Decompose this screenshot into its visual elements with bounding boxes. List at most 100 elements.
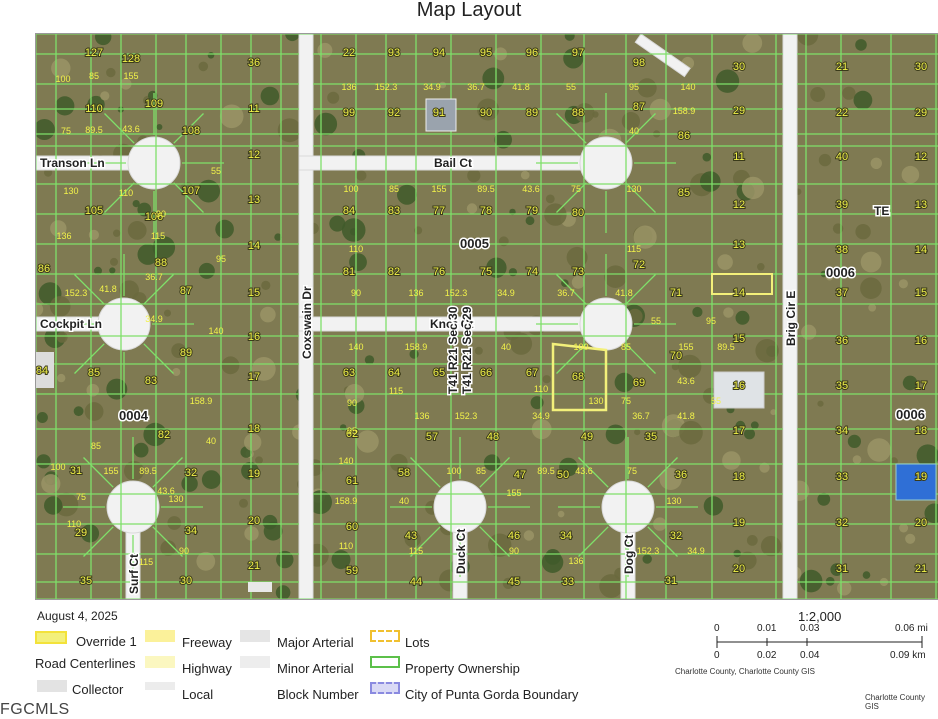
lot-number-label: 12 [733, 199, 745, 211]
vegetation-patch [482, 68, 504, 90]
dimension-label: 85 [476, 466, 486, 476]
lot-number-label: 22 [836, 107, 848, 119]
vegetation-patch [327, 92, 339, 104]
lot-number-label: 38 [836, 244, 848, 256]
lot-number-label: 32 [185, 467, 197, 479]
vegetation-patch [475, 347, 483, 355]
map-canvas[interactable]: Transon Ln Cockpit Ln Coxswain Dr Bail C… [36, 34, 938, 599]
lot-number-label: 11 [248, 103, 259, 115]
map-date: August 4, 2025 [37, 609, 118, 623]
vegetation-patch [742, 34, 762, 53]
vegetation-patch [867, 438, 891, 462]
collector-swatch [37, 680, 67, 692]
lot-number-label: 14 [248, 240, 260, 252]
lot-number-label: 19 [248, 468, 260, 480]
vegetation-patch [509, 268, 517, 276]
dimension-label: 75 [621, 396, 631, 406]
vegetation-patch [199, 263, 215, 279]
dimension-label: 100 [50, 462, 65, 472]
scale-ratio: 1:2,000 [798, 609, 841, 624]
vegetation-patch [604, 265, 627, 288]
lot-number-label: 87 [633, 101, 645, 113]
street-label-coxswain-dr: Coxswain Dr [300, 286, 314, 359]
vegetation-patch [315, 113, 338, 136]
street-label-te: TE [874, 204, 889, 218]
vegetation-patch [255, 456, 263, 464]
lot-number-label: 31 [836, 563, 848, 575]
lot-number-label: 85 [88, 367, 100, 379]
vegetation-patch [853, 455, 862, 464]
cul-de-sac [98, 298, 150, 350]
dimension-label: 34.9 [532, 411, 550, 421]
lot-number-label: 16 [733, 380, 745, 392]
dimension-label: 41.8 [615, 288, 633, 298]
lot-number-label: 37 [836, 287, 848, 299]
vegetation-patch [397, 185, 417, 205]
lot-number-label: 17 [915, 380, 927, 392]
vegetation-patch [736, 311, 750, 325]
vegetation-patch [133, 200, 140, 207]
dimension-label: 110 [339, 541, 353, 551]
vegetation-patch [342, 218, 366, 242]
lot-number-label: 72 [633, 259, 645, 271]
city-boundary-swatch [370, 682, 400, 694]
vegetation-patch [202, 470, 221, 489]
vegetation-patch [855, 39, 867, 51]
block-number-0006-east: 0006 [896, 407, 925, 422]
dimension-label: 36.7 [557, 288, 575, 298]
lot-number-label: 12 [915, 151, 927, 163]
lot-number-label: 76 [433, 266, 445, 278]
scale-tick-mi-3: 0.06 mi [895, 623, 928, 634]
cul-de-sac [434, 481, 486, 533]
vegetation-patch [854, 91, 873, 110]
highway-swatch [145, 656, 175, 668]
block-number-0004: 0004 [119, 408, 149, 423]
vegetation-patch [261, 87, 280, 106]
cul-de-sac [602, 481, 654, 533]
dimension-label: 115 [389, 386, 403, 396]
lot-number-label: 20 [248, 515, 260, 527]
vegetation-patch [244, 434, 261, 451]
vegetation-patch [703, 153, 712, 162]
vegetation-patch [716, 70, 739, 93]
lot-number-label: 21 [836, 61, 848, 73]
lot-number-label: 89 [180, 347, 192, 359]
vegetation-patch [899, 279, 908, 288]
scale-tick-km-1: 0.02 [757, 650, 776, 661]
lot-number-label: 49 [581, 431, 593, 443]
dimension-label: 130 [666, 496, 681, 506]
lot-number-label: 105 [85, 205, 103, 217]
dimension-label: 158.9 [190, 396, 213, 406]
dimension-label: 130 [168, 494, 183, 504]
lot-number-label: 13 [733, 239, 745, 251]
lot-number-label: 33 [836, 471, 848, 483]
lot-number-label: 31 [70, 465, 82, 477]
vegetation-patch [899, 524, 908, 533]
vegetation-patch [837, 581, 851, 595]
section-label-sec-29: T41 R21 Sec 29 [460, 306, 474, 394]
street-label-transon-ln: Transon Ln [40, 156, 105, 170]
scale-tick-km-2: 0.04 [800, 650, 819, 661]
lot-number-label: 92 [388, 107, 400, 119]
vegetation-patch [222, 356, 240, 374]
vegetation-patch [905, 534, 915, 544]
dimension-label: 85 [389, 184, 399, 194]
lot-number-label: 34 [836, 425, 848, 437]
lot-number-label: 36 [248, 57, 260, 69]
dimension-label: 158.9 [405, 342, 428, 352]
vegetation-patch [37, 412, 48, 423]
dimension-label: 43.6 [522, 184, 540, 194]
vegetation-patch [801, 325, 816, 340]
scale-tick-km-3: 0.09 km [890, 650, 926, 661]
dimension-label: 89.5 [537, 466, 555, 476]
lot-number-label: 22 [343, 47, 355, 59]
dimension-label: 140 [338, 456, 353, 466]
lot-number-label: 34 [185, 525, 197, 537]
vegetation-patch [50, 296, 71, 317]
lot-number-label: 15 [248, 287, 260, 299]
vegetation-patch [606, 425, 626, 445]
vegetation-patch [37, 454, 51, 468]
map-view[interactable]: Transon Ln Cockpit Ln Coxswain Dr Bail C… [35, 33, 938, 600]
lot-number-label: 66 [480, 367, 492, 379]
lot-number-label: 13 [915, 199, 927, 211]
